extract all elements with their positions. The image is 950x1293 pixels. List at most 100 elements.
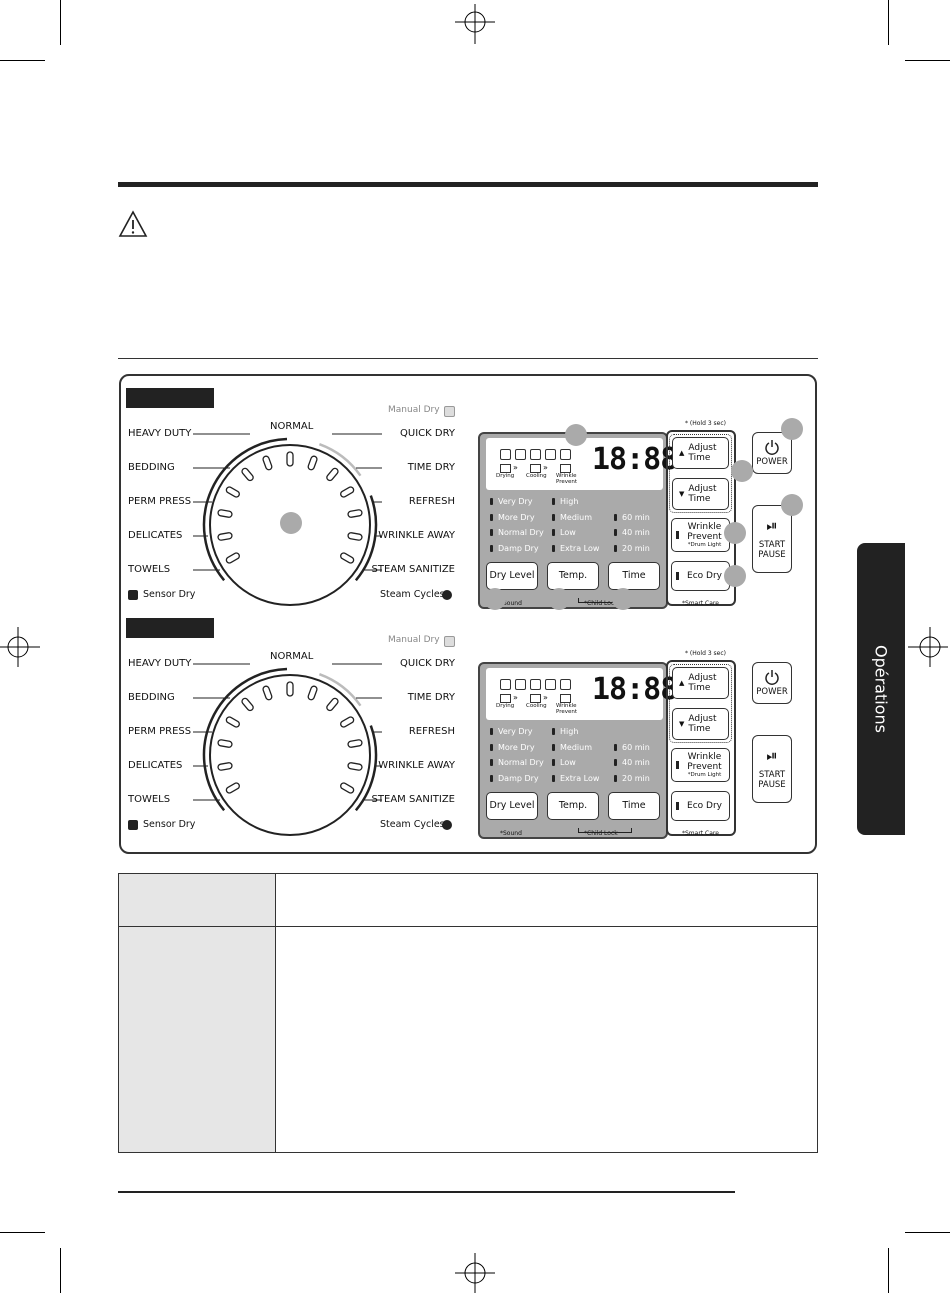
temp-button[interactable]: Temp. <box>547 562 599 590</box>
model-badge <box>126 618 214 638</box>
play-pause-icon: ⏯ <box>766 748 778 764</box>
adjust-time-down-button[interactable]: ▼Adjust Time <box>672 478 729 510</box>
power-button[interactable]: POWER <box>752 662 792 704</box>
option-label: Damp Dry <box>498 544 539 553</box>
crop-mark <box>888 1248 889 1293</box>
manual-dry-icon <box>444 406 455 417</box>
option-label: Extra Low <box>560 544 600 553</box>
option-label: 60 min <box>622 513 650 522</box>
dial-label-right: STEAM SANITIZE <box>371 794 455 805</box>
stage-icon <box>500 464 511 473</box>
chevron-icon: » <box>513 693 518 702</box>
stage-label: Drying <box>496 703 515 709</box>
stage-icon <box>530 464 541 473</box>
temp-button[interactable]: Temp. <box>547 792 599 820</box>
dial-label-left: TOWELS <box>128 564 171 575</box>
dial-position-slot <box>347 509 363 518</box>
dial-position-slot <box>217 739 233 748</box>
eco-dry-button[interactable]: Eco Dry <box>671 791 730 821</box>
section-rule <box>118 182 818 187</box>
dry-level-option: Very Dry <box>490 497 533 506</box>
dial-position-slot <box>307 685 318 701</box>
dial-label-right: WRINKLE AWAY <box>378 760 455 771</box>
arrow-down-icon: ▼ <box>679 720 685 728</box>
indicator-led <box>676 802 679 810</box>
time-option: 60 min <box>614 513 650 522</box>
dial-position-slot <box>225 782 240 794</box>
button-label: POWER <box>756 457 788 467</box>
wrinkle-prevent-button[interactable]: Wrinkle Prevent*Drum Light <box>671 748 730 782</box>
dial-arc-sensor <box>202 667 288 812</box>
dry-level-option: Normal Dry <box>490 528 544 537</box>
sensor-dry-icon <box>128 820 138 830</box>
dial-knob <box>209 674 371 836</box>
button-label: START PAUSE <box>758 770 786 790</box>
sensor-dry-label: Sensor Dry <box>143 589 196 600</box>
dial-label-left: HEAVY DUTY <box>128 658 192 669</box>
stage-icon <box>530 694 541 703</box>
adjust-time-up-button[interactable]: ▲Adjust Time <box>672 437 729 469</box>
option-label: Medium <box>560 513 592 522</box>
option-label: High <box>560 727 579 736</box>
section-tab-label: Opérations <box>871 645 891 733</box>
dial-position-slot <box>347 762 363 771</box>
wrinkle-prevent-button[interactable]: Wrinkle Prevent*Drum Light <box>671 518 730 552</box>
dial-position-slot <box>340 716 355 728</box>
indicator-led <box>614 775 617 782</box>
steam-cycles-icon <box>442 820 452 830</box>
arrow-up-icon: ▲ <box>679 449 685 457</box>
time-button[interactable]: Time <box>608 792 660 820</box>
hold-note: * (Hold 3 sec) <box>685 650 726 657</box>
dial-position-slot <box>241 467 254 482</box>
indicator-led <box>490 514 493 521</box>
registration-mark-icon <box>0 627 40 667</box>
temp-option: Medium <box>552 743 592 752</box>
dial-position-slot <box>286 681 294 697</box>
child-lock-bracket <box>578 828 632 833</box>
model-badge <box>126 388 214 408</box>
time-option: 60 min <box>614 743 650 752</box>
dial-arc-manual <box>318 443 362 477</box>
dial-position-slot <box>225 486 240 498</box>
arrow-up-icon: ▲ <box>679 679 685 687</box>
steam-cycles-icon <box>442 590 452 600</box>
status-icon <box>560 449 571 460</box>
indicator-led <box>552 529 555 536</box>
info-table-row <box>118 873 818 927</box>
temp-option: Low <box>552 758 576 767</box>
dial-position-slot <box>217 509 233 518</box>
manual-dry-label: Manual Dry <box>388 405 440 415</box>
time-button[interactable]: Time <box>608 562 660 590</box>
child-lock-note: *Child Lock <box>584 600 618 607</box>
adjust-time-up-button[interactable]: ▲Adjust Time <box>672 667 729 699</box>
adjust-time-down-button[interactable]: ▼Adjust Time <box>672 708 729 740</box>
dry-level-button[interactable]: Dry Level <box>486 792 538 820</box>
dial-label-right: TIME DRY <box>407 692 455 703</box>
dial-position-slot <box>262 685 273 701</box>
option-label: High <box>560 497 579 506</box>
indicator-led <box>676 531 679 539</box>
chevron-icon: » <box>513 463 518 472</box>
sound-note: *Sound <box>500 830 522 837</box>
dial-position-slot <box>241 697 254 712</box>
control-panel-figure <box>119 374 817 854</box>
option-label: 40 min <box>622 758 650 767</box>
table-header-cell <box>119 874 276 926</box>
indicator-led <box>552 744 555 751</box>
manual-dry-label: Manual Dry <box>388 635 440 645</box>
callout-marker <box>280 512 302 534</box>
dial-label-left: DELICATES <box>128 760 183 771</box>
sensor-dry-icon <box>128 590 138 600</box>
power-button[interactable]: POWER <box>752 432 792 474</box>
stage-label: Cooling <box>526 703 547 709</box>
option-label: Extra Low <box>560 774 600 783</box>
indicator-led <box>552 545 555 552</box>
start-pause-button[interactable]: ⏯START PAUSE <box>752 505 792 573</box>
status-icon <box>515 449 526 460</box>
start-pause-button[interactable]: ⏯ START PAUSE <box>752 735 792 803</box>
eco-dry-button[interactable]: Eco Dry <box>671 561 730 591</box>
indicator-led <box>490 529 493 536</box>
option-label: 60 min <box>622 743 650 752</box>
dry-level-button[interactable]: Dry Level <box>486 562 538 590</box>
